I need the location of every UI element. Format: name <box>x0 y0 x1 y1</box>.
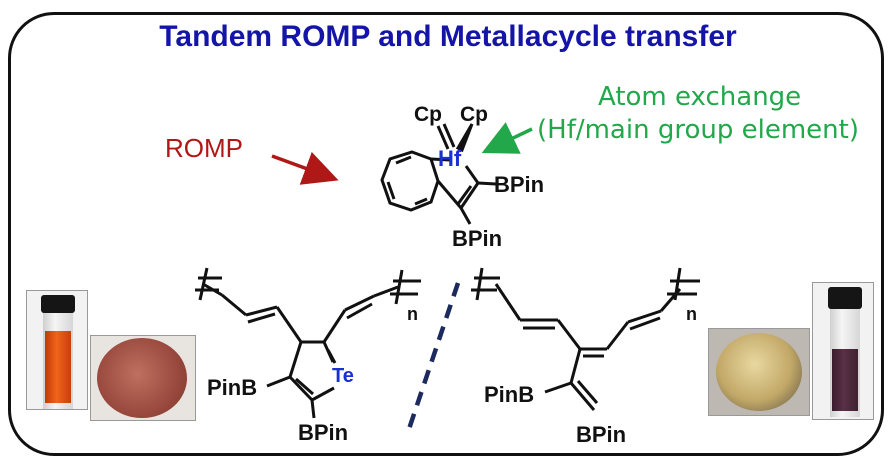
gold-film-photo <box>708 328 810 416</box>
tellurophene-ring <box>266 341 337 419</box>
romp-arrow <box>271 151 339 185</box>
page-title: Tandem ROMP and Metallacycle transfer <box>159 20 737 53</box>
orange-solution-vial-photo <box>26 290 88 410</box>
bpin-right-bottom-label: BPin <box>576 422 627 447</box>
bpin-hf-right-label: BPin <box>494 172 545 197</box>
cp-right-label: Cp <box>460 103 488 126</box>
atom-exchange-arrow <box>481 122 533 154</box>
atom-exchange-label: Atom exchange <box>598 82 802 112</box>
purple-solution-vial-photo <box>812 282 874 420</box>
bpin-hf-bottom-label: BPin <box>452 226 503 251</box>
cp-left-label: Cp <box>414 103 442 126</box>
pinb-left-label: PinB <box>207 375 258 400</box>
red-film-photo <box>90 335 196 421</box>
repeat-n-right-label: n <box>686 304 697 324</box>
polymer-left-backbone <box>195 267 421 344</box>
pinb-right-label: PinB <box>484 382 535 407</box>
hafnium-label: Hf <box>438 146 462 171</box>
tellurium-label: Te <box>332 365 354 387</box>
hafnacycle <box>430 123 497 225</box>
atom-exchange-detail-label: (Hf/main group element) <box>537 115 859 145</box>
separator-dashed-line <box>405 282 461 433</box>
bpin-left-bottom-label: BPin <box>298 420 349 445</box>
repeat-n-left-label: n <box>407 304 418 324</box>
cyclooctatetraene-ring <box>380 150 440 212</box>
polymer-right-backbone <box>471 267 700 411</box>
romp-label: ROMP <box>165 133 243 163</box>
